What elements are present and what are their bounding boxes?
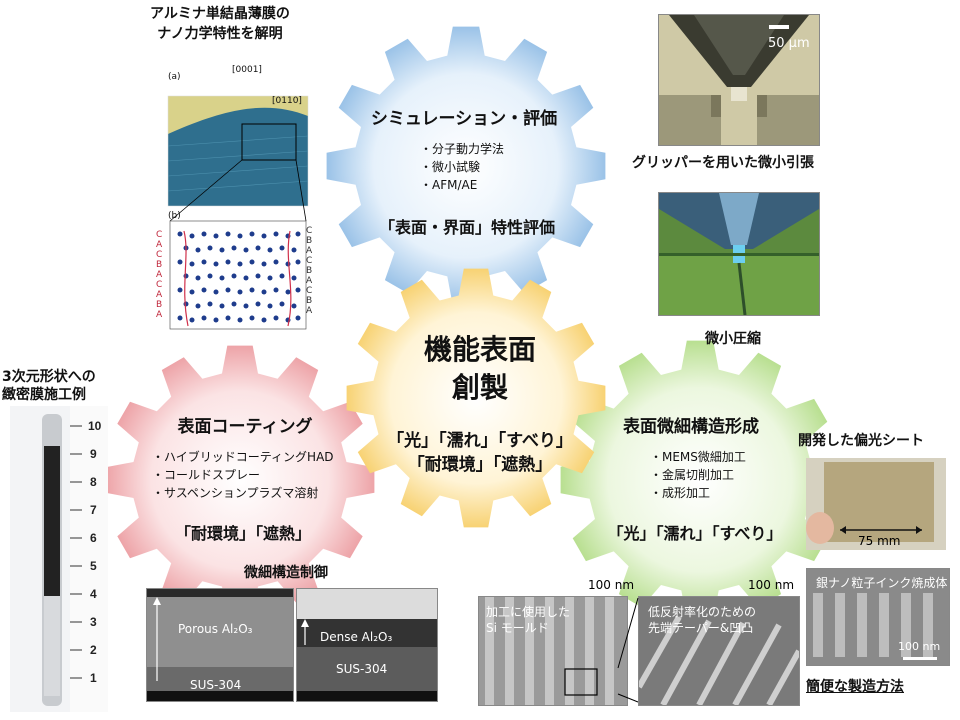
dense-substrate: SUS-304 bbox=[336, 662, 388, 676]
simulation-gear bbox=[326, 26, 606, 306]
gripper-image bbox=[658, 14, 820, 146]
compression-image bbox=[658, 192, 820, 316]
stack-right: CBACBACBA bbox=[306, 226, 313, 316]
microstructure-gear bbox=[560, 340, 840, 620]
silver-ink-image bbox=[806, 568, 950, 666]
taper-sem-image bbox=[638, 596, 800, 706]
center-gear-title-2: 創製 bbox=[451, 371, 508, 404]
stack-left: CACBACABA bbox=[156, 230, 163, 320]
svg-text:6: 6 bbox=[90, 531, 97, 545]
zoom-connector bbox=[617, 597, 639, 703]
micro-gear-bullets: ・MEMS微細加工 ・金属切削加工 ・成形加工 bbox=[650, 448, 746, 502]
silver-ink-caption: 銀ナノ粒子インク焼成体 bbox=[816, 576, 948, 590]
micro-bullet-1: ・MEMS微細加工 bbox=[650, 450, 746, 464]
taper-caption: 低反射率化のための 先端テーパー&凹凸 bbox=[648, 604, 756, 636]
sim-gear-title: シミュレーション・評価 bbox=[370, 109, 558, 129]
gear-micro-shape bbox=[560, 340, 840, 620]
svg-text:2: 2 bbox=[90, 643, 97, 657]
micro-gear-title: 表面微細構造形成 bbox=[623, 417, 759, 437]
dense-film-label: 3次元形状への 緻密膜施工例 bbox=[2, 368, 96, 404]
mold-caption-line-2: Si モールド bbox=[486, 621, 549, 635]
coat-gear-title: 表面コーティング bbox=[177, 417, 313, 437]
svg-text:3: 3 bbox=[90, 615, 97, 629]
center-gear-title-1: 機能表面 bbox=[423, 333, 536, 366]
sim-gear-tag: 「表面・界面」特性評価 bbox=[378, 218, 555, 237]
mold-caption-line-1: 加工に使用した bbox=[486, 605, 571, 619]
sheet-size: 75 mm bbox=[858, 534, 901, 548]
micro-bullet-3: ・成形加工 bbox=[650, 486, 711, 500]
dense-sem-image bbox=[296, 588, 438, 702]
center-gear-tag-2: 「耐環境」「遮熱」 bbox=[407, 455, 553, 475]
sim-bullet-3: ・AFM/AE bbox=[420, 178, 478, 192]
gripper-label: グリッパーを用いた微小引張 bbox=[632, 155, 814, 171]
porous-sem-image bbox=[146, 588, 294, 702]
crystal-label-a: (a) bbox=[168, 72, 181, 82]
sim-bullet-1: ・分子動力学法 bbox=[420, 142, 505, 156]
sim-bullet-2: ・微小試験 bbox=[420, 160, 481, 174]
micro-bullet-2: ・金属切削加工 bbox=[650, 468, 735, 482]
alumina-title-line-2: ナノ力学特性を解明 bbox=[157, 26, 283, 42]
porous-substrate: SUS-304 bbox=[190, 678, 242, 692]
dense-film-line-2: 緻密膜施工例 bbox=[2, 387, 86, 403]
coating-gear bbox=[105, 345, 375, 615]
alumina-title-line-1: アルミナ単結晶薄膜の bbox=[150, 6, 290, 22]
svg-text:9: 9 bbox=[90, 447, 97, 461]
rod-ruler-photo: 10 9 8 7 6 5 4 3 2 1 bbox=[10, 406, 108, 712]
polarizer-label: 開発した偏光シート bbox=[798, 433, 924, 449]
simple-method-label: 簡便な製造方法 bbox=[806, 679, 904, 695]
center-gear-tag-1: 「光」「濡れ」「すべり」 bbox=[387, 431, 573, 451]
dense-label: Dense Al₂O₃ bbox=[320, 630, 393, 644]
taper-caption-line-1: 低反射率化のための bbox=[648, 605, 757, 619]
svg-text:5: 5 bbox=[90, 559, 97, 573]
svg-text:4: 4 bbox=[90, 587, 97, 601]
svg-text:1: 1 bbox=[90, 671, 97, 685]
ink-scale: 100 nm bbox=[898, 640, 941, 653]
svg-text:8: 8 bbox=[90, 475, 97, 489]
mold-scale: 100 nm bbox=[588, 578, 635, 592]
gear-center-shape bbox=[346, 268, 606, 528]
gear-sim-shape bbox=[326, 26, 606, 306]
axis-0001: [0001] bbox=[232, 65, 262, 75]
coat-bullet-2: ・コールドスプレー bbox=[152, 468, 261, 482]
coat-gear-tag: 「耐環境」「遮熱」 bbox=[174, 524, 311, 543]
dense-film-line-1: 3次元形状への bbox=[2, 369, 96, 385]
porous-label: Porous Al₂O₃ bbox=[178, 622, 253, 636]
sim-gear-bullets: ・分子動力学法 ・微小試験 ・AFM/AE bbox=[420, 140, 504, 194]
coat-bullet-3: ・サスペンションプラズマ溶射 bbox=[152, 486, 319, 500]
coat-gear-bullets: ・ハイブリッドコーティングHAD ・コールドスプレー ・サスペンションプラズマ溶… bbox=[152, 448, 334, 502]
compression-label: 微小圧縮 bbox=[705, 331, 761, 347]
polarizer-photo bbox=[806, 458, 946, 550]
si-mold-image bbox=[478, 596, 628, 706]
axis-0110: [0110] bbox=[272, 96, 302, 106]
svg-text:10: 10 bbox=[88, 419, 102, 433]
mold-caption: 加工に使用した Si モールド bbox=[486, 604, 570, 636]
crystal-structure-image bbox=[150, 56, 322, 334]
microstructure-control-label: 微細構造制御 bbox=[244, 565, 328, 581]
svg-text:7: 7 bbox=[90, 503, 97, 517]
crystal-label-b: (b) bbox=[168, 211, 181, 221]
gripper-scale: 50 μm bbox=[768, 36, 810, 51]
taper-scale: 100 nm bbox=[748, 578, 795, 592]
coat-bullet-1: ・ハイブリッドコーティングHAD bbox=[152, 450, 334, 464]
center-gear bbox=[346, 268, 606, 528]
micro-gear-tag: 「光」「濡れ」「すべり」 bbox=[607, 524, 783, 543]
alumina-title: アルミナ単結晶薄膜の ナノ力学特性を解明 bbox=[150, 4, 290, 44]
taper-caption-line-2: 先端テーパー&凹凸 bbox=[648, 621, 754, 635]
gear-coat-shape bbox=[105, 345, 375, 615]
